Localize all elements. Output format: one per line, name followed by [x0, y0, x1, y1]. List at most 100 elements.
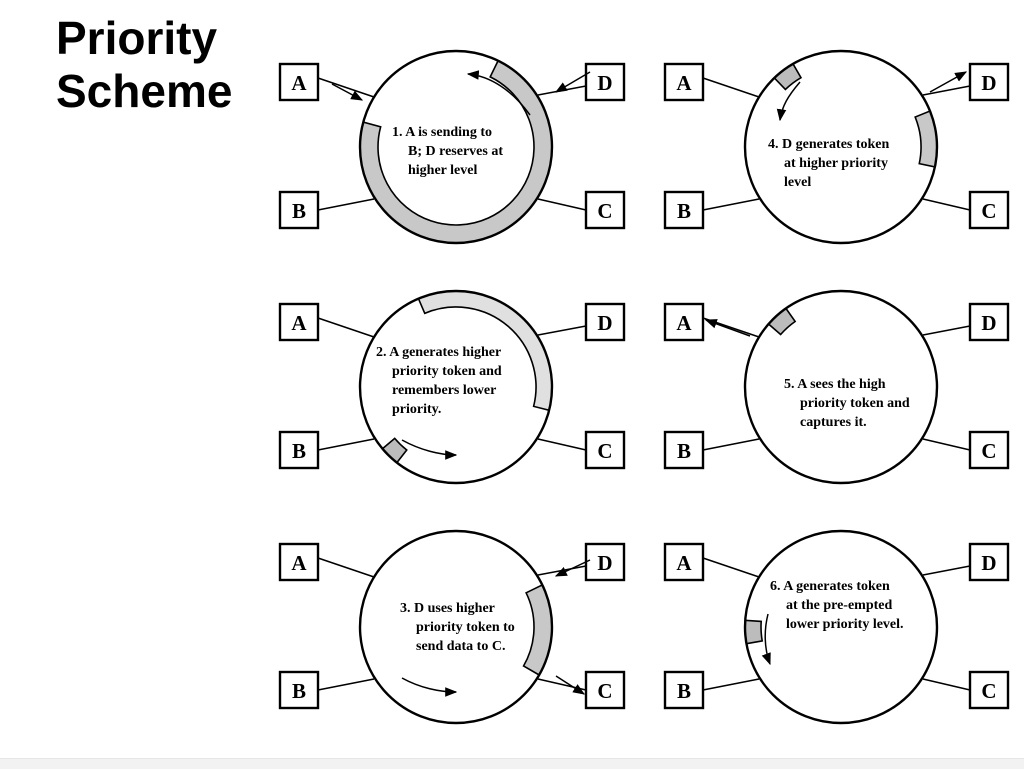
station-a-box: [278, 542, 320, 582]
title-line-1: Priority: [56, 12, 218, 64]
station-d-box: [968, 542, 1010, 582]
station-d-label: D: [981, 551, 996, 575]
station-a: A: [663, 542, 705, 582]
station-b-label: B: [677, 199, 691, 223]
station-c-label: C: [981, 679, 996, 703]
caption-line: 2. A generates higher: [376, 345, 501, 360]
station-d-box: [968, 62, 1010, 102]
station-c-label: C: [981, 439, 996, 463]
token-arrow-1: [761, 613, 771, 666]
station-d: D: [968, 62, 1010, 102]
ring: [743, 49, 939, 245]
ring: [358, 289, 554, 485]
station-c-label: C: [597, 439, 612, 463]
footer-bar: [0, 758, 1024, 769]
token-arrow-3: [555, 675, 586, 695]
station-b-box: [278, 670, 320, 710]
ring: [358, 529, 554, 725]
ring: [743, 289, 939, 485]
caption-line: at higher priority: [784, 156, 888, 171]
panel-step-2: A B D C 2. A generates higher priority token …: [278, 289, 626, 485]
link-line: [317, 317, 375, 338]
station-d-box: [584, 62, 626, 102]
station-d: D: [584, 62, 626, 102]
station-a-label: A: [676, 71, 692, 95]
link-line: [922, 85, 971, 96]
link-line: [317, 438, 375, 451]
caption-line: 6. A generates token: [770, 579, 890, 594]
caption-step-6: 6. A generates token at the pre-empted low…: [770, 579, 904, 632]
station-a-box: [663, 542, 705, 582]
title-line-2: Scheme: [56, 65, 233, 117]
station-c: C: [968, 430, 1010, 470]
link-line: [702, 198, 760, 211]
caption-line: higher level: [408, 163, 477, 178]
station-c-label: C: [597, 199, 612, 223]
station-b: B: [278, 670, 320, 710]
slide-title: Priority Scheme: [56, 12, 232, 118]
link-line: [922, 565, 971, 576]
token-arrow-3: [466, 70, 531, 116]
station-d: D: [584, 302, 626, 342]
station-a: A: [663, 302, 705, 342]
caption-line: at the pre-empted: [786, 598, 892, 613]
station-a-box: [278, 302, 320, 342]
panel-step-1: A B D C 1. A is sending toB; D reserves athi…: [278, 49, 626, 245]
station-b-box: [663, 670, 705, 710]
station-d: D: [968, 302, 1010, 342]
station-a: A: [278, 302, 320, 342]
station-b: B: [663, 670, 705, 710]
station-c: C: [584, 670, 626, 710]
caption-line: send data to C.: [416, 639, 505, 654]
station-d-box: [584, 302, 626, 342]
caption-line: priority token and: [392, 364, 502, 379]
station-b-label: B: [292, 439, 306, 463]
caption-step-1: 1. A is sending toB; D reserves athigher…: [392, 125, 503, 178]
station-d-box: [968, 302, 1010, 342]
station-a-label: A: [676, 551, 692, 575]
caption-line: captures it.: [800, 415, 867, 430]
station-d-label: D: [597, 311, 612, 335]
station-b-box: [663, 430, 705, 470]
station-c-box: [584, 430, 626, 470]
caption-line: priority.: [392, 402, 441, 417]
link-line: [702, 77, 760, 98]
caption-line: priority token and: [800, 396, 910, 411]
link-line: [317, 557, 375, 578]
station-a: A: [278, 62, 320, 102]
panel-step-6: A B D C 6. A generates token at the pre-empte…: [663, 529, 1010, 725]
link-line: [317, 77, 375, 98]
station-d: D: [584, 542, 626, 582]
station-a: A: [278, 542, 320, 582]
link-line: [702, 557, 760, 578]
token-arrow-2: [776, 81, 801, 122]
station-a: A: [663, 62, 705, 102]
station-b-label: B: [292, 199, 306, 223]
token-arrow-1: [929, 71, 968, 93]
link-line: [537, 198, 587, 211]
ring: [743, 529, 939, 725]
station-d-label: D: [981, 71, 996, 95]
link-line: [537, 325, 587, 336]
link-line: [702, 678, 760, 691]
station-d-label: D: [597, 551, 612, 575]
station-a-box: [663, 62, 705, 102]
station-c: C: [584, 190, 626, 230]
station-b: B: [278, 430, 320, 470]
station-b: B: [663, 430, 705, 470]
station-b-label: B: [677, 439, 691, 463]
station-c: C: [968, 670, 1010, 710]
station-a-label: A: [291, 551, 307, 575]
station-d-label: D: [597, 71, 612, 95]
ring: [358, 49, 554, 245]
token-arrow-1: [401, 439, 458, 460]
station-c-box: [584, 670, 626, 710]
ring-segment-1: [744, 619, 764, 645]
caption-line: lower priority level.: [786, 617, 904, 632]
link-line: [702, 438, 760, 451]
